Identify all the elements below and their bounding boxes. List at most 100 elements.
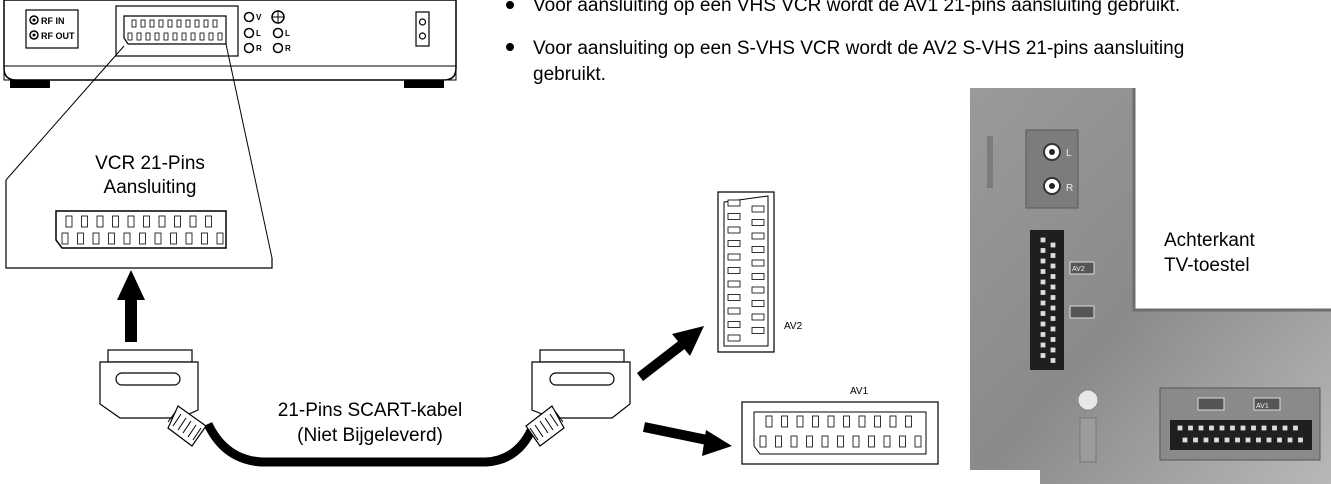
scart-pin bbox=[827, 415, 835, 428]
av1-scart-connector-icon: AV1 bbox=[741, 386, 939, 465]
scart-pin bbox=[201, 232, 208, 245]
rf-connector-box bbox=[25, 9, 79, 49]
scart-pin bbox=[203, 19, 209, 28]
scart-pin bbox=[185, 232, 193, 245]
scart-pin bbox=[136, 32, 142, 41]
callout-line-left bbox=[5, 45, 125, 181]
scart-pin bbox=[1040, 353, 1046, 358]
bullet-1-text: Voor aansluiting op een VHS VCR wordt de… bbox=[533, 0, 1180, 16]
scart-pin bbox=[1050, 253, 1056, 258]
scart-pin bbox=[765, 415, 773, 428]
scart-pin bbox=[1040, 237, 1046, 243]
scart-pin bbox=[1277, 437, 1282, 443]
scart-pin bbox=[781, 415, 788, 428]
scart-pin bbox=[821, 435, 829, 448]
vcr-scart-title-line2: Aansluiting bbox=[104, 177, 197, 198]
av1-label: AV1 bbox=[850, 386, 869, 397]
scart-pin bbox=[858, 415, 866, 428]
scart-pin bbox=[727, 253, 741, 261]
scart-pin bbox=[131, 19, 137, 28]
tv-jack-l-label: L bbox=[1066, 148, 1072, 159]
scart-pin bbox=[727, 334, 741, 342]
scart-pin bbox=[163, 32, 169, 41]
arrow-to-av1-icon bbox=[642, 422, 732, 456]
scart-pin bbox=[843, 415, 850, 428]
bullet-dot-icon bbox=[506, 43, 514, 51]
scart-pin bbox=[751, 246, 765, 253]
jack-v-label: V bbox=[256, 13, 262, 22]
scart-pin bbox=[1256, 437, 1261, 443]
jack-l-label: L bbox=[256, 29, 261, 38]
scart-pin bbox=[1050, 284, 1056, 290]
scart-pin bbox=[170, 232, 177, 245]
scart-pin bbox=[96, 215, 104, 228]
audio-right-jack-icon bbox=[243, 42, 255, 54]
rf-out-jack-icon bbox=[29, 30, 39, 40]
scart-pin bbox=[112, 215, 119, 228]
scart-pin bbox=[727, 307, 741, 315]
scart-pin bbox=[751, 300, 765, 307]
scart-pin bbox=[145, 32, 151, 41]
scart-pin bbox=[1040, 342, 1046, 348]
av2-label: AV2 bbox=[784, 321, 803, 332]
tv-back-label-line2: TV-toestel bbox=[1164, 255, 1250, 276]
tv-av2-scart-icon bbox=[1030, 230, 1064, 370]
scart-pin bbox=[899, 435, 906, 448]
scart-pin bbox=[65, 215, 73, 228]
scart-pin bbox=[751, 313, 765, 321]
scart-pin bbox=[1224, 437, 1230, 443]
scart-pin bbox=[167, 19, 173, 28]
scart-pin bbox=[1214, 437, 1219, 443]
scart-pin bbox=[1209, 425, 1214, 431]
scart-pin bbox=[92, 232, 100, 245]
antenna-connector-icon bbox=[415, 11, 430, 47]
scart-pin bbox=[806, 435, 813, 448]
scart-pin bbox=[139, 232, 146, 245]
scart-plug-left-icon bbox=[99, 349, 207, 447]
instruction-bullets: Voor aansluiting op een VHS VCR wordt de… bbox=[506, 0, 1184, 85]
scart-pin bbox=[189, 215, 197, 228]
scart-pin bbox=[212, 19, 218, 28]
scart-pin bbox=[727, 240, 741, 247]
scart-pin bbox=[1193, 437, 1198, 443]
scart-pin bbox=[199, 32, 205, 41]
scart-pin bbox=[1050, 295, 1056, 300]
rf-out-label: RF OUT bbox=[41, 31, 75, 41]
scart-pin bbox=[1050, 347, 1056, 353]
scart-pin bbox=[1040, 290, 1046, 295]
scart-pin bbox=[217, 32, 223, 41]
scart-pin bbox=[1040, 248, 1046, 253]
bullet-2-text-cont: gebruikt. bbox=[533, 64, 606, 85]
scart-pin bbox=[208, 32, 214, 41]
scart-pin bbox=[751, 232, 765, 240]
scart-pin bbox=[889, 415, 897, 428]
scart-pin bbox=[727, 213, 741, 220]
scart-pin bbox=[1040, 321, 1046, 327]
tv-av2-tag: AV2 bbox=[1072, 266, 1085, 273]
scart-pin bbox=[1050, 316, 1056, 321]
tv-rear-panel-photo: L R AV2 AV1 Achterkant TV-toestel bbox=[970, 88, 1331, 484]
scart-pin bbox=[1272, 425, 1277, 431]
scart-pin bbox=[1245, 437, 1251, 443]
scart-pin bbox=[194, 19, 200, 28]
scart-pin bbox=[143, 215, 150, 228]
scart-pin bbox=[81, 215, 88, 228]
scart-pin bbox=[1261, 425, 1267, 431]
scart-pin bbox=[154, 32, 160, 41]
scart-pin bbox=[727, 280, 741, 288]
scart-pin bbox=[837, 435, 844, 448]
callout-line-right bbox=[225, 43, 273, 259]
scart-pin bbox=[158, 215, 166, 228]
scart-pin bbox=[108, 232, 115, 245]
scart-pin bbox=[205, 215, 212, 228]
audio-left-jack-2-icon bbox=[272, 27, 284, 39]
scart-pin bbox=[1050, 337, 1056, 342]
scart-pin bbox=[1040, 258, 1046, 264]
scart-pin bbox=[1050, 242, 1056, 248]
scart-pin bbox=[1050, 263, 1056, 269]
scart-pin bbox=[1298, 437, 1303, 443]
scart-pin bbox=[174, 215, 181, 228]
scart-pin bbox=[751, 219, 765, 226]
scart-pin bbox=[1188, 425, 1193, 431]
